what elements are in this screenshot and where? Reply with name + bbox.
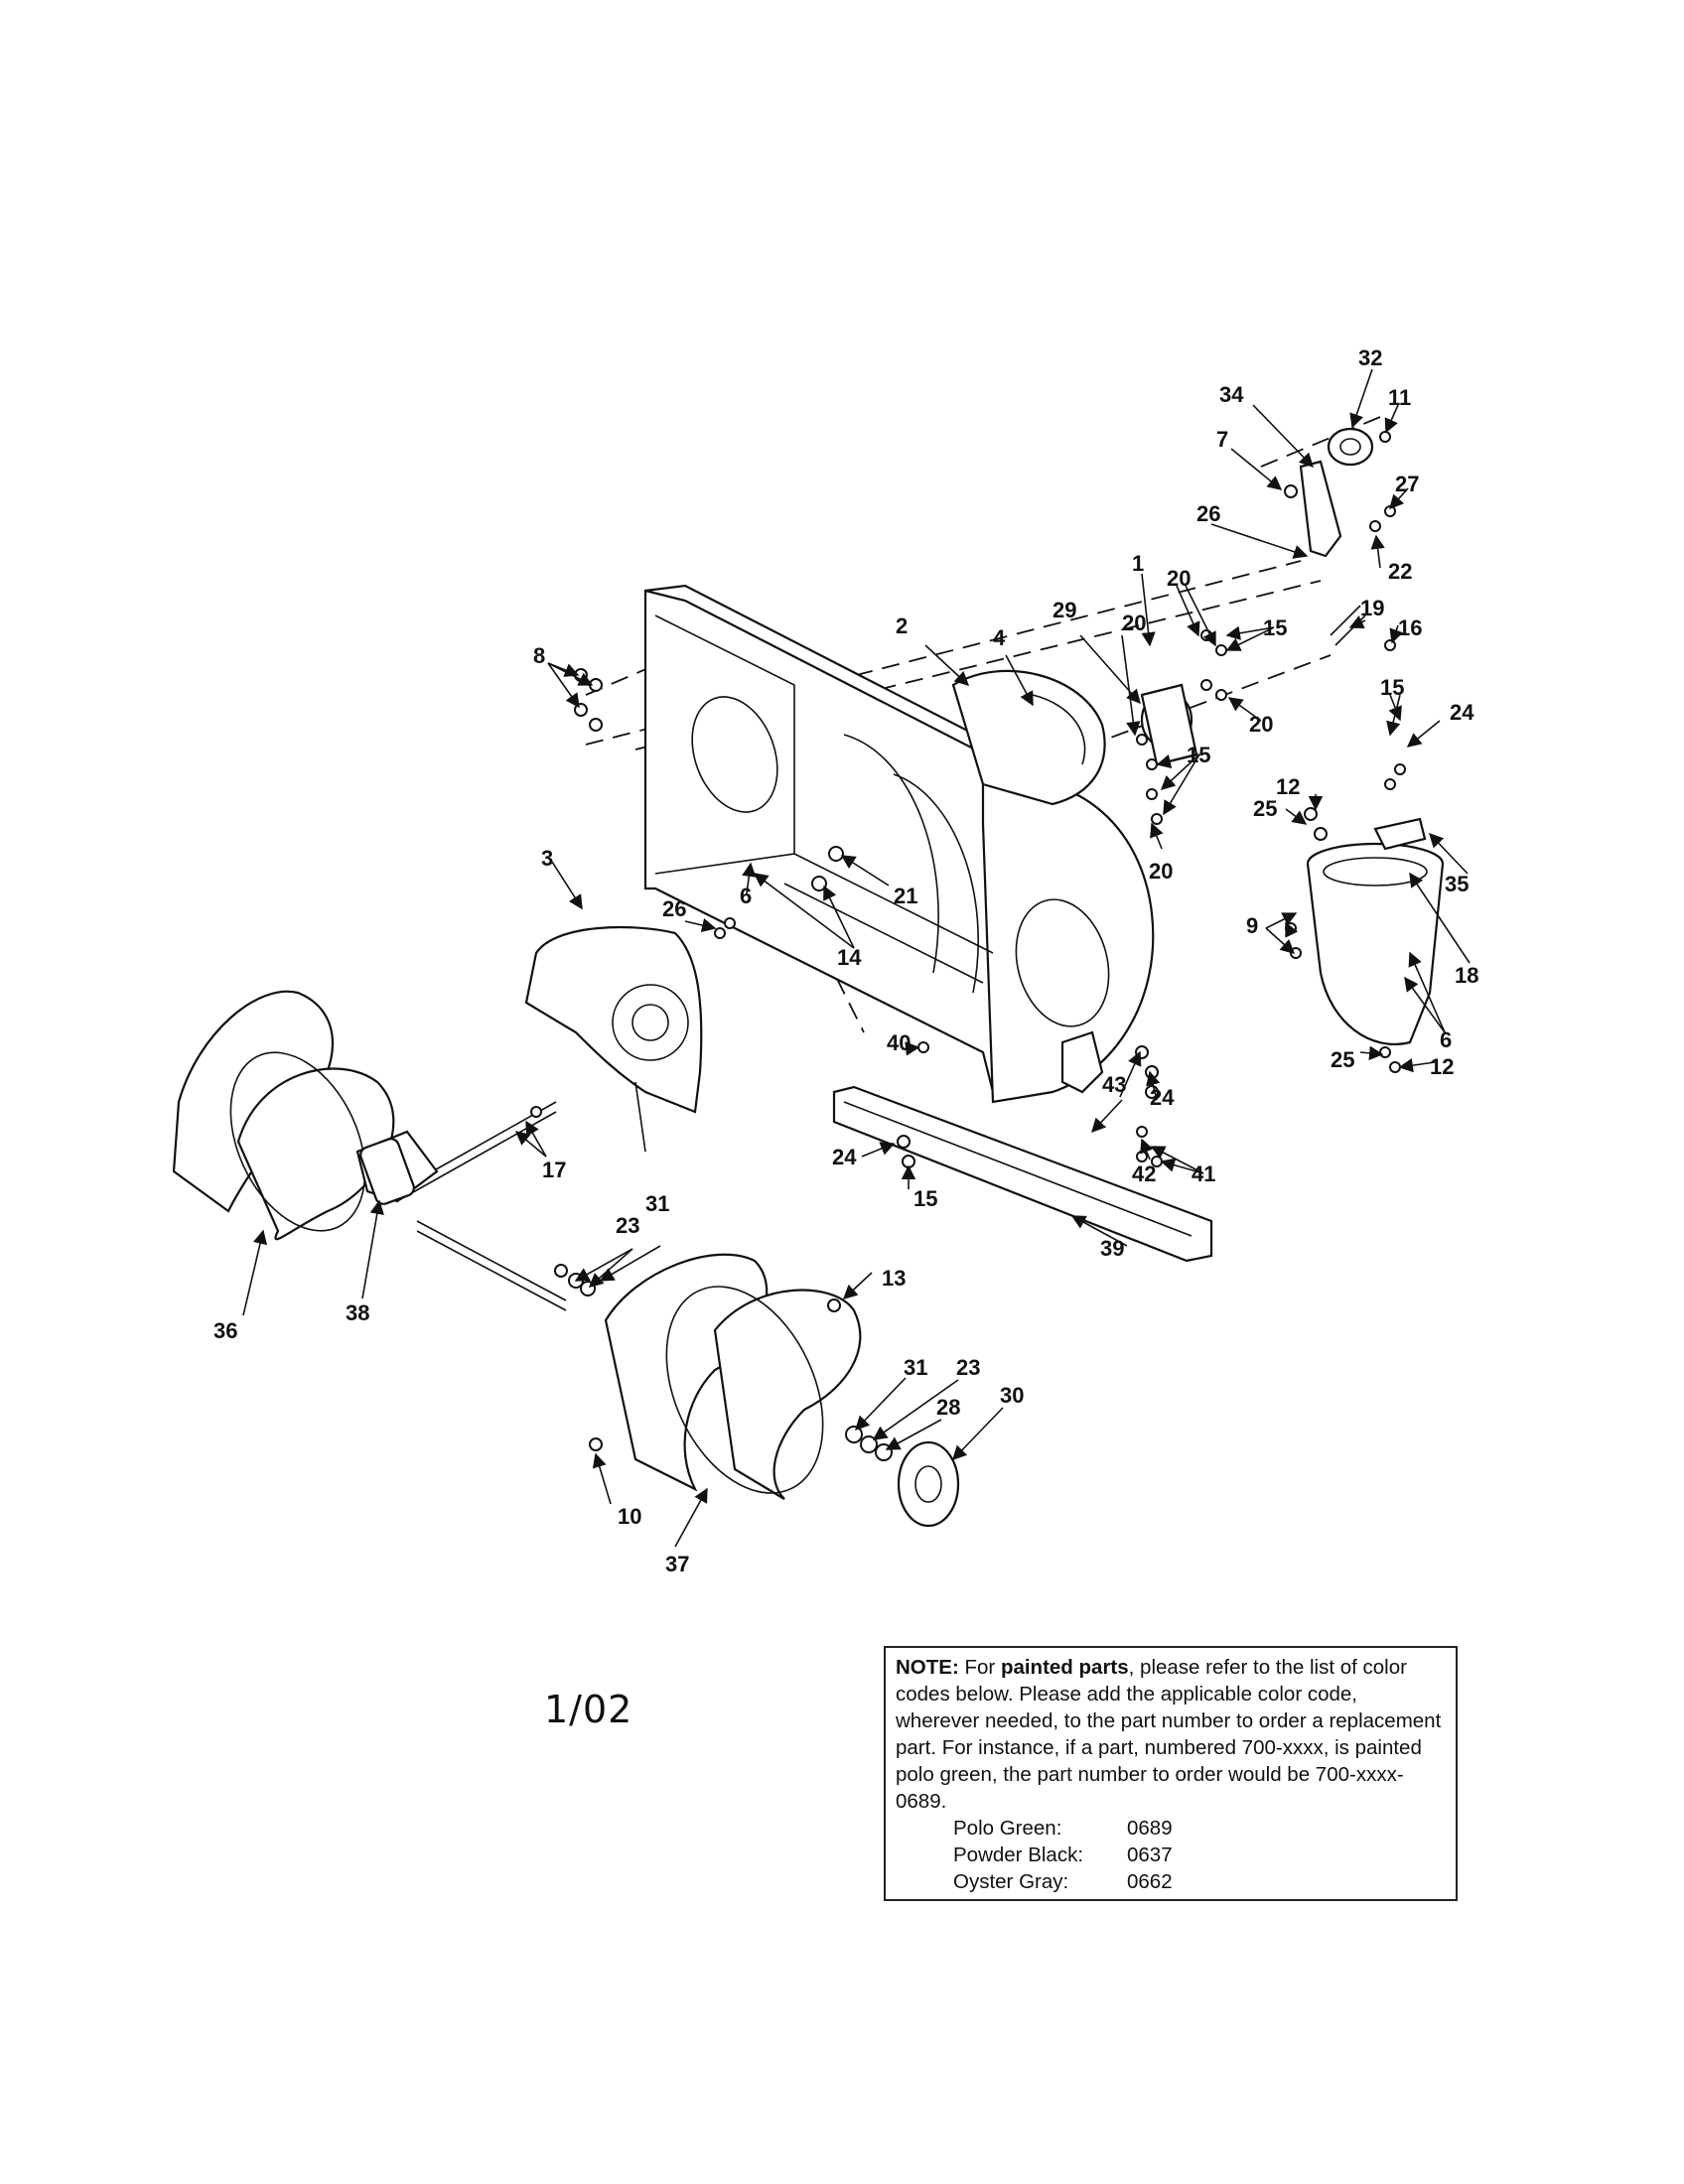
callout-23: 23	[956, 1355, 980, 1380]
right-auger	[604, 1253, 862, 1500]
discharge-chute	[1306, 817, 1445, 1045]
callout-20: 20	[1167, 566, 1191, 591]
color-row: Polo Green: 0689	[953, 1815, 1173, 1842]
callout-16: 16	[1398, 615, 1422, 640]
callout-35: 35	[1445, 872, 1469, 896]
callout-9: 9	[1246, 913, 1258, 938]
left-auger	[172, 990, 395, 1241]
callout-21: 21	[894, 884, 917, 908]
color-name: Powder Black:	[953, 1843, 1084, 1866]
impeller	[524, 925, 703, 1153]
callout-40: 40	[887, 1030, 911, 1055]
callout-11: 11	[1388, 385, 1411, 410]
color-name: Polo Green:	[953, 1817, 1062, 1840]
callout-24: 24	[832, 1145, 857, 1169]
callout-24: 24	[1150, 1085, 1175, 1110]
page-date: 1/02	[544, 1688, 633, 1731]
callout-12: 12	[1430, 1054, 1454, 1079]
callout-15: 15	[1187, 743, 1210, 767]
callout-25: 25	[1331, 1047, 1354, 1072]
color-code: 0662	[1127, 1870, 1173, 1893]
callout-18: 18	[1455, 963, 1478, 988]
callout-2: 2	[896, 614, 908, 638]
callout-34: 34	[1219, 382, 1244, 407]
callout-15: 15	[1263, 615, 1287, 640]
callout-38: 38	[346, 1300, 369, 1325]
callout-30: 30	[1000, 1383, 1024, 1408]
auger-housing	[643, 584, 1155, 1104]
callout-14: 14	[837, 945, 862, 970]
hardware-symbols	[530, 431, 1406, 1528]
note-text-after: , please refer to the list of color code…	[896, 1656, 1442, 1813]
callout-1: 1	[1132, 551, 1144, 576]
callout-numbers: 1 2 3 4 6 6 7 8 9 10 11 12 12 13 14 15 1…	[213, 345, 1478, 1576]
leader-lines	[242, 368, 1471, 1548]
callout-12: 12	[1276, 774, 1300, 799]
shave-plate-bar	[832, 1030, 1213, 1263]
note-label: NOTE:	[896, 1656, 959, 1679]
callout-15: 15	[1380, 675, 1404, 700]
callout-31: 31	[904, 1355, 927, 1380]
callout-10: 10	[618, 1504, 641, 1529]
color-code-table: Polo Green: 0689 Powder Black: 0637 Oyst…	[953, 1815, 1173, 1895]
callout-37: 37	[665, 1552, 689, 1576]
callout-31: 31	[645, 1191, 669, 1216]
callout-7: 7	[1216, 427, 1228, 452]
color-code-note: NOTE: For painted parts, please refer to…	[884, 1646, 1458, 1901]
callout-32: 32	[1358, 345, 1382, 370]
note-text-before: For	[964, 1656, 996, 1679]
color-row: Oyster Gray: 0662	[953, 1868, 1173, 1895]
callout-26: 26	[662, 896, 686, 921]
callout-3: 3	[541, 846, 553, 871]
callout-27: 27	[1395, 472, 1419, 496]
callout-6: 6	[740, 884, 752, 908]
callout-26: 26	[1196, 501, 1220, 526]
callout-24: 24	[1450, 700, 1474, 725]
callout-20: 20	[1122, 611, 1146, 635]
color-code: 0637	[1127, 1843, 1173, 1866]
callout-8: 8	[533, 643, 545, 668]
callout-28: 28	[936, 1395, 960, 1420]
callout-25: 25	[1253, 796, 1277, 821]
callout-13: 13	[882, 1266, 906, 1291]
callout-4: 4	[993, 625, 1006, 650]
callout-15: 15	[913, 1186, 937, 1211]
note-emphasis: painted parts	[1000, 1656, 1129, 1679]
callout-19: 19	[1360, 596, 1384, 620]
callout-22: 22	[1388, 559, 1412, 584]
callout-20: 20	[1249, 712, 1273, 737]
color-code: 0689	[1127, 1817, 1173, 1840]
color-row: Powder Black: 0637	[953, 1842, 1173, 1868]
callout-39: 39	[1100, 1236, 1124, 1261]
gearbox-and-shafts	[355, 1101, 567, 1311]
callout-42: 42	[1132, 1161, 1156, 1186]
callout-17: 17	[542, 1158, 566, 1182]
callout-41: 41	[1192, 1161, 1215, 1186]
callout-43: 43	[1102, 1072, 1126, 1097]
note-text: NOTE: For painted parts, please refer to…	[896, 1656, 1441, 1813]
callout-36: 36	[213, 1318, 237, 1343]
callout-6: 6	[1440, 1027, 1452, 1052]
callout-29: 29	[1052, 598, 1076, 622]
callout-20: 20	[1149, 859, 1173, 884]
color-name: Oyster Gray:	[953, 1870, 1069, 1893]
callout-23: 23	[616, 1213, 639, 1238]
